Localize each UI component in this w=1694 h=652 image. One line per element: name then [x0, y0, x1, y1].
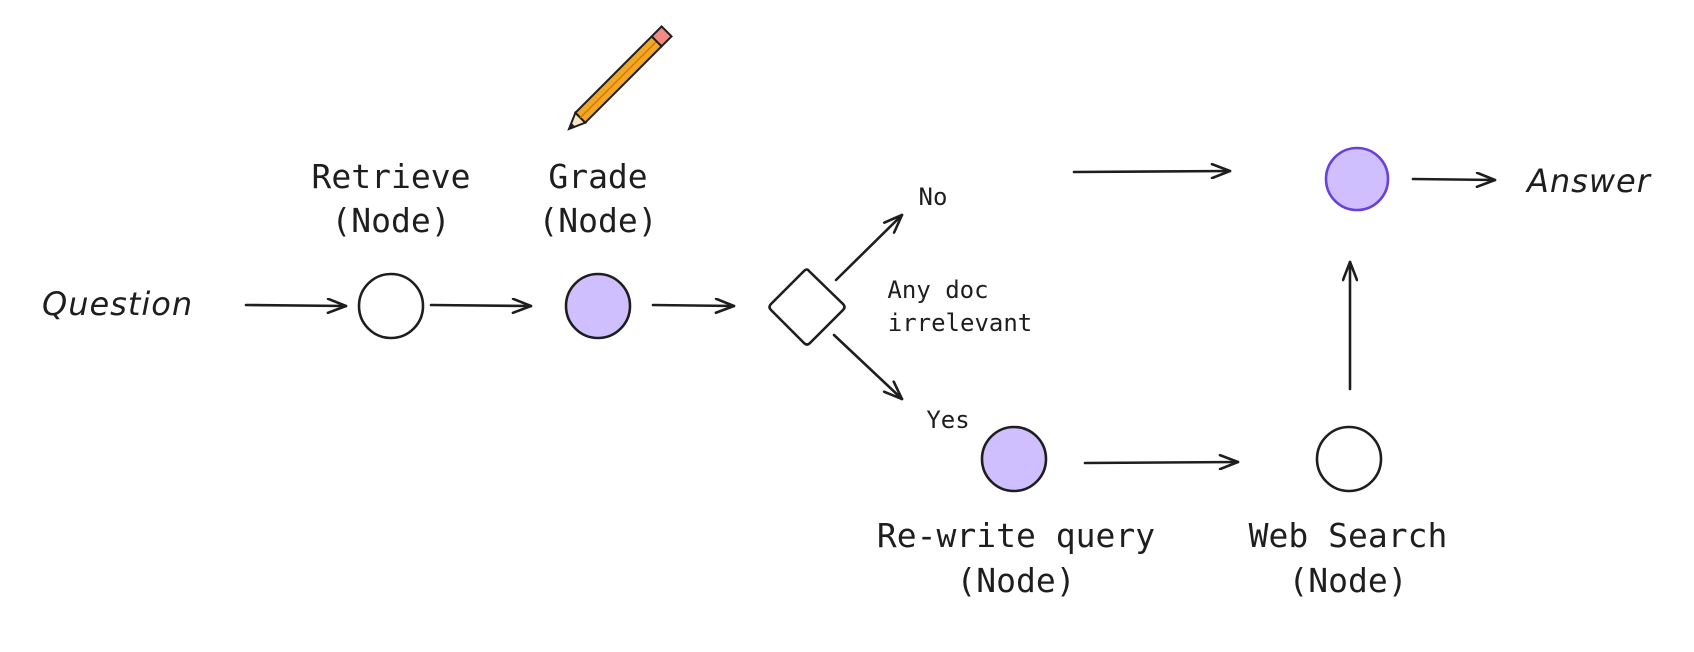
rewrite-query-node[interactable] — [980, 425, 1048, 493]
retrieve-node-title: Retrieve — [312, 157, 471, 196]
pencil-icon — [567, 25, 673, 131]
decision-diamond[interactable] — [768, 268, 846, 346]
grade-node[interactable] — [564, 272, 632, 340]
web-search-node-title: Web Search — [1249, 516, 1448, 555]
arrow-grade-to-decision — [651, 305, 736, 306]
arrow-no-to-generate — [1072, 171, 1232, 172]
web-search-node[interactable] — [1315, 425, 1383, 493]
arrow-question-to-retrieve — [244, 305, 348, 306]
arrow-generate-to-answer — [1411, 179, 1497, 180]
generate-node[interactable] — [1324, 146, 1390, 212]
retrieve-node-subtitle: (Node) — [331, 201, 450, 240]
answer-label: Answer — [1525, 162, 1652, 200]
decision-label-line1: Any doc — [887, 276, 988, 304]
grade-node-subtitle: (Node) — [538, 201, 657, 240]
web-search-node-subtitle: (Node) — [1288, 561, 1407, 600]
rewrite-query-node-subtitle: (Node) — [956, 561, 1075, 600]
rewrite-query-node-title: Re-write query — [877, 516, 1155, 555]
yes-label: Yes — [926, 406, 969, 434]
arrow-decision-to-no — [834, 213, 904, 282]
grade-node-title: Grade — [548, 157, 647, 196]
arrow-decision-to-yes — [832, 333, 904, 401]
question-label: Question — [42, 285, 193, 323]
arrow-retrieve-to-grade — [429, 305, 533, 306]
arrow-rewrite-to-web-search — [1083, 462, 1240, 463]
decision-label-line2: irrelevant — [888, 309, 1033, 337]
no-label: No — [919, 183, 948, 211]
retrieve-node[interactable] — [357, 272, 425, 340]
